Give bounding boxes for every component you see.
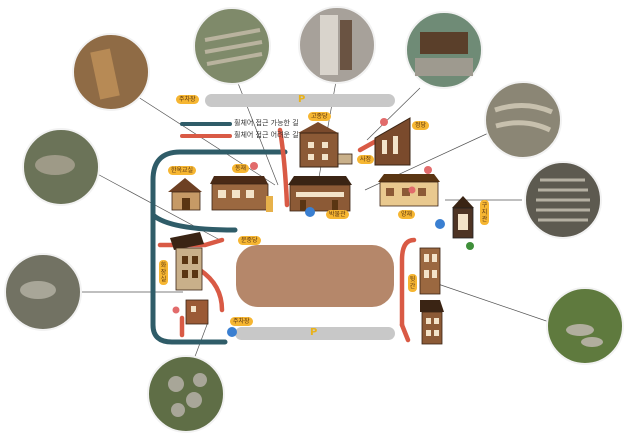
label-sajeong: 사정 [357, 155, 375, 164]
label-hanok: 한옥교실 [168, 166, 197, 175]
legend-accessible-label: 휠체어 접근 가능한 길 [234, 119, 299, 127]
parking-p-top: P [298, 94, 306, 105]
label-right-tag-bottom: 화장실 [159, 260, 168, 285]
label-dongjae: 동재 [232, 164, 250, 173]
legend-inaccessible-label: 휠체어 접근 어려운 길 [234, 131, 299, 139]
label-parking-bottom: 주차장 [230, 317, 253, 326]
photo-circles [4, 6, 624, 433]
label-gojongdang: 고종당 [308, 112, 331, 121]
building-left-small [185, 299, 209, 325]
accessible-path [150, 149, 288, 345]
courtyard [236, 245, 394, 307]
parking-p-bottom: P [310, 327, 318, 338]
label-parking-top: 주차장 [176, 95, 199, 104]
building-right-column [419, 247, 444, 345]
building-jeongdang [374, 117, 411, 166]
marker-pins [172, 118, 474, 314]
label-right-tag-top: 구지관 [480, 200, 489, 225]
building-right-top [452, 196, 474, 239]
photo-round-stepping-stones [147, 355, 225, 433]
parking-strip-bottom [235, 327, 395, 340]
photo-stone-path [484, 81, 562, 159]
building-museum [288, 176, 352, 212]
label-left-hall: 문중당 [238, 236, 261, 245]
building-hanok-classroom [168, 178, 202, 211]
label-yangjae: 양재 [398, 210, 416, 219]
label-right-tag-mid: 뒷간 [408, 274, 417, 292]
building-gojongdang [298, 122, 353, 168]
parking-strip-top [205, 94, 395, 107]
label-museum: 박물관 [326, 210, 349, 219]
building-dongjae [210, 176, 273, 212]
wheelchair-markers [227, 207, 445, 337]
building-yangjae [378, 174, 440, 207]
label-jeongdang: 정당 [412, 121, 430, 130]
building-left-hall [170, 232, 204, 291]
